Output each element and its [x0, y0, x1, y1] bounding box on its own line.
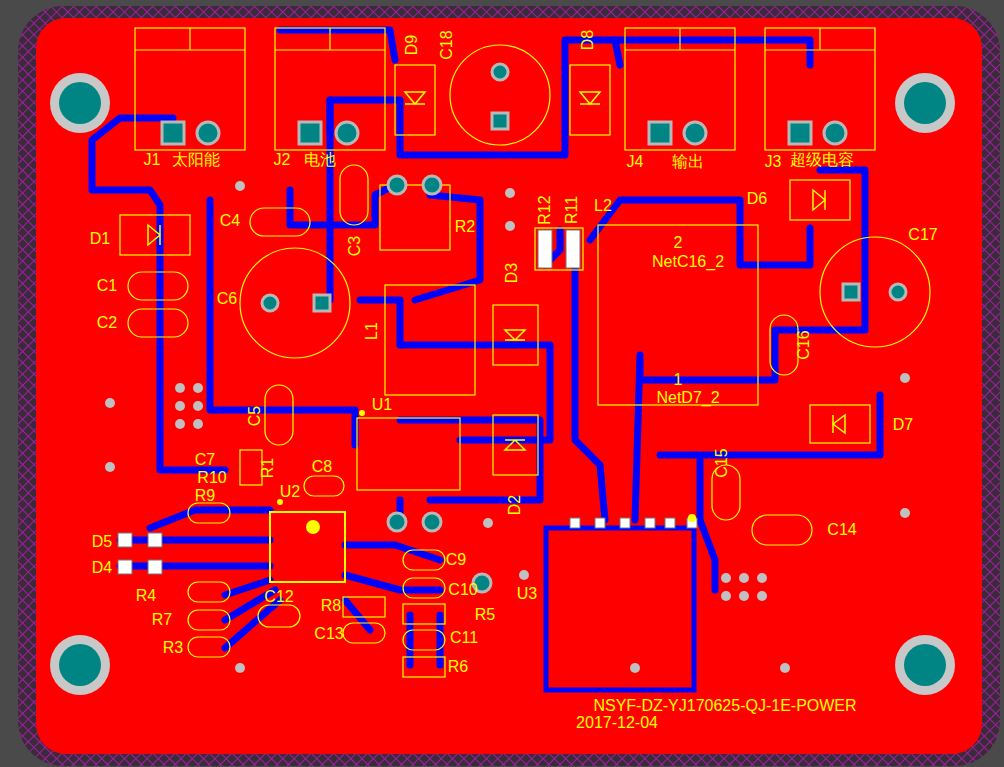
silkscreen — [120, 28, 930, 677]
silkscreen-label: C1 — [97, 278, 117, 294]
silkscreen-label: 2 — [674, 235, 683, 251]
silkscreen-label: U3 — [517, 586, 537, 602]
silkscreen-label: C5 — [247, 406, 263, 426]
silkscreen-label: 1 — [674, 372, 683, 388]
silkscreen-label: U1 — [372, 397, 392, 413]
u3-outline — [546, 528, 694, 690]
copper-pour — [36, 18, 982, 754]
silkscreen-label: C4 — [220, 213, 240, 229]
silkscreen-label: C10 — [448, 582, 477, 598]
silkscreen-label: D6 — [747, 191, 767, 207]
mounting-holes — [50, 73, 955, 695]
pads — [162, 64, 906, 592]
diode-symbols — [148, 92, 845, 450]
silkscreen-label: R10 — [197, 470, 226, 486]
silkscreen-label: C2 — [97, 315, 117, 331]
silkscreen-label: R12 — [537, 195, 553, 224]
silkscreen-label: C9 — [446, 552, 466, 568]
silkscreen-label: R2 — [455, 219, 475, 235]
silkscreen-label: 超级电容 — [790, 152, 854, 168]
keepout-border — [18, 6, 1000, 766]
silkscreen-label: R5 — [475, 607, 495, 623]
silkscreen-label: R3 — [163, 640, 183, 656]
silkscreen-label: R4 — [136, 588, 156, 604]
silkscreen-label: J4 — [627, 154, 644, 170]
silkscreen-label: NetD7_2 — [656, 390, 719, 406]
silkscreen-label: L1 — [364, 322, 380, 340]
silkscreen-label: D3 — [504, 263, 520, 283]
silkscreen-label: C18 — [439, 30, 455, 59]
silkscreen-label: D2 — [507, 495, 523, 515]
silkscreen-label: R8 — [321, 598, 341, 614]
silkscreen-label: 2017-12-04 — [576, 715, 658, 731]
silkscreen-label: J1 — [144, 152, 161, 168]
silkscreen-label: R1 — [260, 458, 276, 478]
silkscreen-label: C11 — [450, 630, 478, 646]
silkscreen-label: C3 — [347, 236, 363, 256]
silkscreen-label: D1 — [90, 231, 110, 247]
silkscreen-label: C14 — [827, 522, 856, 538]
silkscreen-label: C8 — [312, 459, 332, 475]
silkscreen-label: D9 — [404, 35, 420, 55]
silkscreen-label: C6 — [217, 291, 237, 307]
pin1-markers — [277, 410, 696, 534]
silkscreen-label: NetC16_2 — [652, 254, 724, 270]
silkscreen-label: C13 — [314, 626, 343, 642]
silkscreen-label: R11 — [564, 196, 580, 224]
silkscreen-label: D8 — [580, 30, 596, 50]
silkscreen-label: L2 — [594, 198, 612, 214]
silkscreen-label: C16 — [796, 330, 812, 359]
silkscreen-label: NSYF-DZ-YJ170625-QJ-1E-POWER — [593, 698, 856, 714]
silkscreen-label: C17 — [908, 227, 937, 243]
silkscreen-label: 太阳能 — [172, 152, 220, 168]
silkscreen-label: D7 — [893, 417, 913, 433]
silkscreen-label: U2 — [280, 484, 300, 500]
silkscreen-label: 电池 — [304, 152, 336, 168]
silkscreen-label: R6 — [448, 659, 468, 675]
smd-pads — [118, 230, 697, 574]
silkscreen-label: R7 — [152, 612, 172, 628]
silkscreen-label: C12 — [264, 589, 293, 605]
silkscreen-label: J3 — [765, 154, 782, 170]
silkscreen-label: D4 — [92, 560, 112, 576]
silkscreen-label: D5 — [92, 534, 112, 550]
silkscreen-label: 输出 — [672, 154, 704, 170]
traces — [92, 30, 880, 665]
silkscreen-label: R9 — [195, 488, 215, 504]
vias — [105, 181, 910, 673]
silkscreen-label: C15 — [714, 448, 730, 477]
silkscreen-label: J2 — [274, 152, 291, 168]
silkscreen-label: C7 — [195, 452, 215, 468]
